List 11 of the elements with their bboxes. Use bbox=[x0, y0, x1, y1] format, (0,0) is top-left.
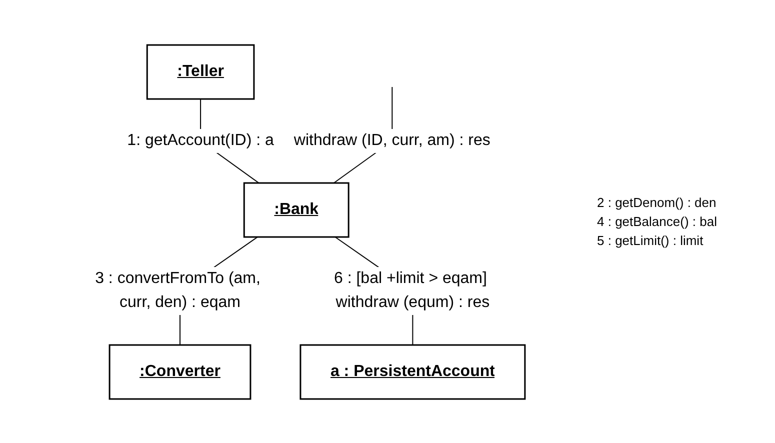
node-box: :Converter bbox=[108, 344, 252, 400]
edge-label: 3 : convertFromTo (am, curr, den) : eqam bbox=[95, 270, 260, 310]
edge-label: 6 : [bal +limit > eqam] withdraw (equm) : res bbox=[334, 270, 490, 310]
message-label: 4 : getBalance() : bal bbox=[597, 214, 718, 229]
node-box: :Teller bbox=[146, 44, 255, 100]
message-label: 5 : getLimit() : limit bbox=[597, 233, 704, 248]
message-label: 2 : getDenom() : den bbox=[597, 195, 718, 210]
edge-label: withdraw (ID, curr, am) : res bbox=[294, 132, 490, 148]
node-box: a : PersistentAccount bbox=[300, 344, 526, 400]
node-box: :Bank bbox=[243, 182, 350, 238]
edge-label: 1: getAccount(ID) : a bbox=[127, 132, 274, 148]
